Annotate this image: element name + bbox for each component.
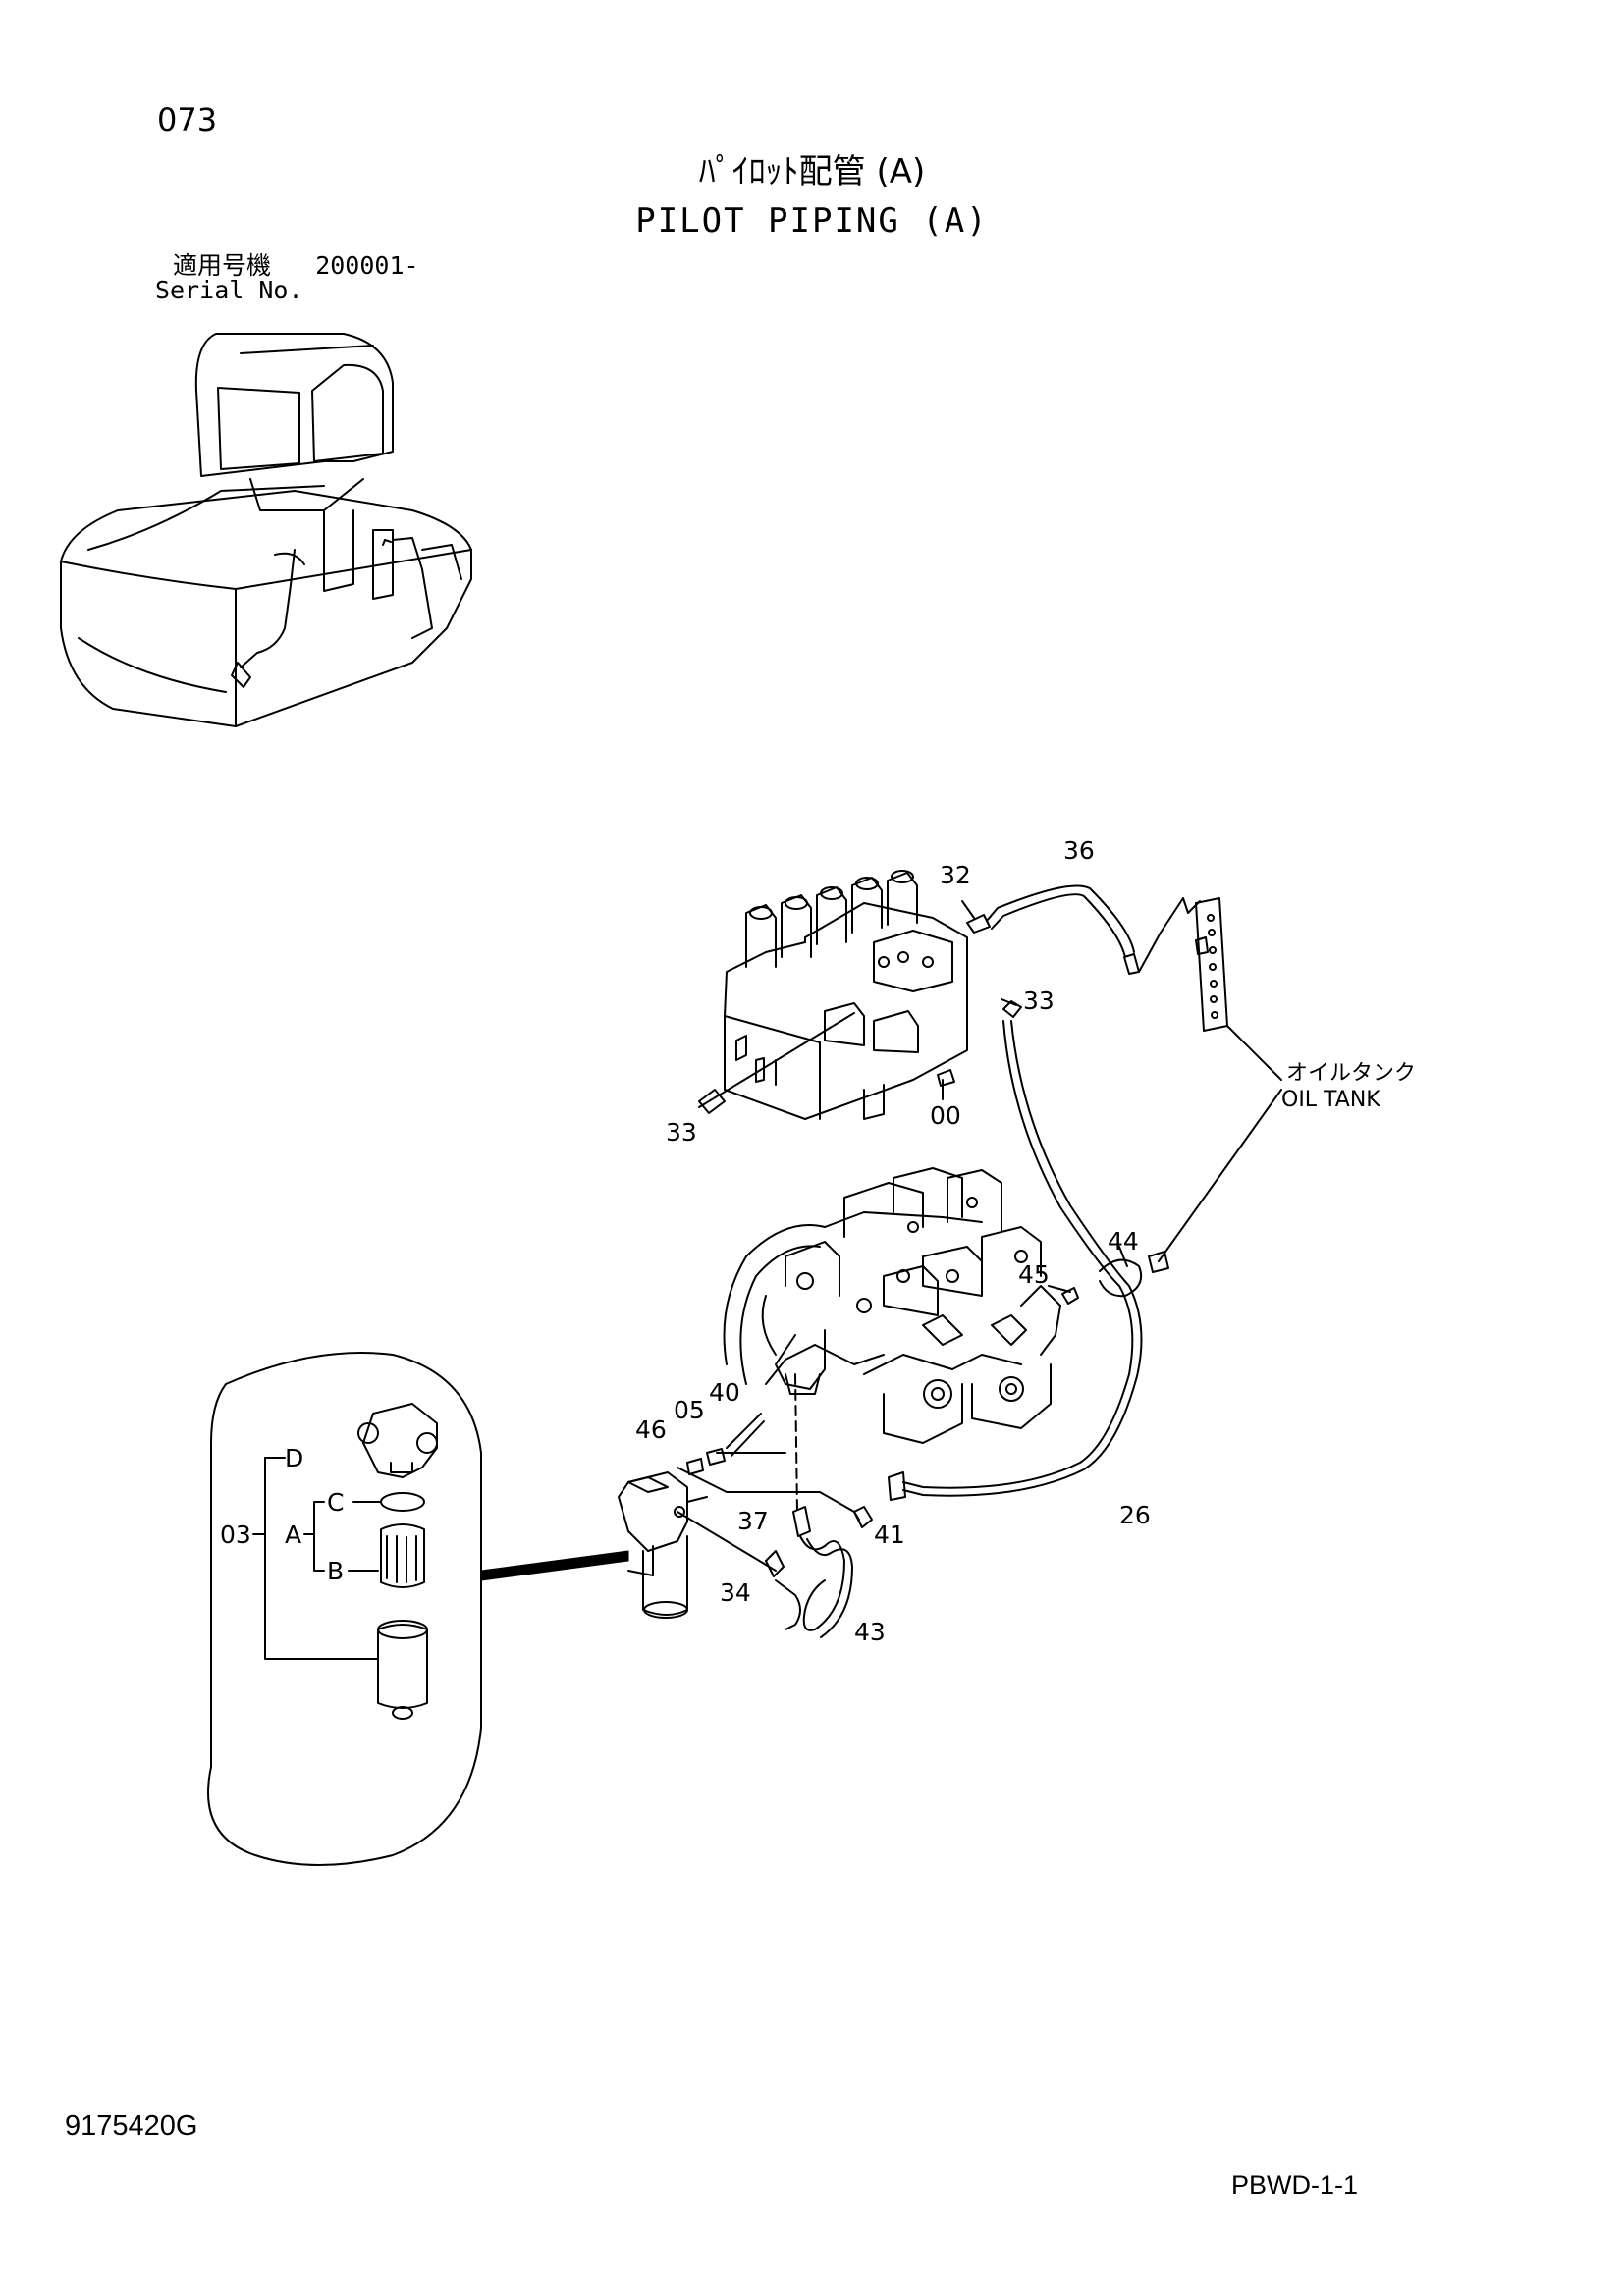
part-label-45: 45 <box>1018 1260 1050 1289</box>
part-label-00: 00 <box>930 1101 961 1130</box>
pump-illustration <box>723 1167 1061 1444</box>
serial-label-japanese: 適用号機 <box>173 251 272 280</box>
serial-line: 適用号機 200001- <box>173 253 419 278</box>
part-label-44: 44 <box>1108 1227 1139 1255</box>
control-valve-illustration <box>698 870 1022 1120</box>
part-label-32: 32 <box>940 861 971 889</box>
machine-overview-illustration <box>60 333 472 727</box>
part-label-36: 36 <box>1063 836 1095 865</box>
title-english: PILOT PIPING (A) <box>635 201 989 240</box>
part-label-26: 26 <box>1119 1501 1151 1529</box>
oil-tank-leaders <box>1048 1025 1282 1305</box>
drawing-code: 9175420G <box>65 2110 198 2142</box>
detail-label-A: A <box>285 1521 301 1549</box>
oil-tank-label-english: OIL TANK <box>1281 1088 1380 1112</box>
part-label-41: 41 <box>874 1521 905 1549</box>
oil-tank-callout: オイルタンク OIL TANK <box>1281 1061 1416 1112</box>
part-number-labels: 36 32 33 33 00 44 45 40 05 46 37 41 26 3… <box>635 836 1151 1646</box>
detail-label-B: B <box>327 1557 344 1585</box>
page-reference: PBWD-1-1 <box>1231 2170 1359 2200</box>
detail-label-03: 03 <box>220 1521 251 1549</box>
filter-detail-labels: D C 03 A B <box>220 1444 344 1585</box>
part-label-34: 34 <box>720 1578 751 1607</box>
part-label-05: 05 <box>674 1396 705 1424</box>
page-number: 073 <box>157 101 218 138</box>
part-label-43: 43 <box>854 1618 886 1646</box>
filter-detail-circle <box>207 1352 482 1866</box>
filter-piping <box>677 1373 873 1638</box>
part-label-40: 40 <box>709 1378 740 1407</box>
oil-tank-label-japanese: オイルタンク <box>1286 1061 1416 1086</box>
control-valve-leaders <box>698 900 1017 1108</box>
part-label-37: 37 <box>737 1507 769 1535</box>
detail-label-D: D <box>285 1444 303 1472</box>
pilot-filter-illustration <box>618 1471 708 1619</box>
hose-26 <box>888 1020 1143 1501</box>
part-label-33-upper: 33 <box>1023 987 1055 1015</box>
detail-label-C: C <box>327 1488 344 1517</box>
title-japanese: ﾊﾟｲﾛｯﾄ配管 (A) <box>698 152 926 191</box>
serial-label-english: Serial No. <box>155 276 303 304</box>
hose-36 <box>986 884 1201 975</box>
part-label-46: 46 <box>635 1415 667 1444</box>
detail-pointer <box>480 1550 629 1581</box>
part-label-33-lower: 33 <box>666 1118 697 1147</box>
oil-tank-strip <box>1195 897 1228 1032</box>
serial-range: 200001- <box>315 251 419 280</box>
